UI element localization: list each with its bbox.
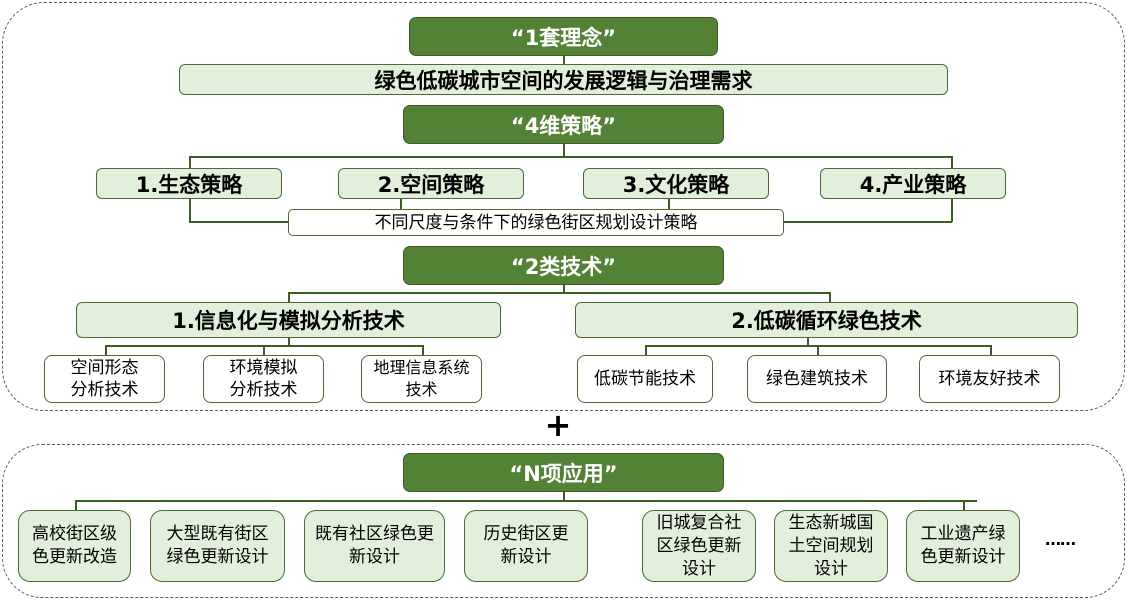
technology-item: 环境友好技术	[919, 355, 1060, 403]
technology-item: 低碳节能技术	[577, 355, 713, 403]
connector	[263, 345, 265, 355]
item-line: 环境友好技术	[938, 369, 1041, 389]
applications-ellipsis: ……	[1030, 530, 1090, 556]
technology-header: “2类技术”	[403, 246, 724, 285]
connector	[75, 500, 77, 510]
item-line: 低碳节能技术	[594, 369, 696, 389]
strategy-item-label: 1.生态策略	[135, 172, 243, 197]
technology-item: 地理信息系统 技术	[361, 355, 482, 403]
connector	[422, 345, 424, 355]
concept-header-label: “1套理念”	[510, 25, 617, 50]
connector	[288, 338, 290, 346]
connector	[645, 345, 647, 355]
technology-category-info: 1.信息化与模拟分析技术	[76, 302, 501, 338]
application-item: 历史街区更 新设计	[464, 510, 588, 582]
application-item: 高校街区级 色更新改造	[18, 510, 131, 582]
connector	[563, 492, 565, 500]
item-line: 地理信息系统	[373, 358, 470, 377]
item-line: 色更新改造	[32, 547, 117, 567]
plus-symbol: +	[543, 409, 573, 441]
strategy-header-label: “4维策略”	[510, 113, 617, 138]
item-line: 新设计	[349, 547, 400, 567]
connector	[400, 199, 402, 209]
connector	[400, 500, 977, 502]
connector	[817, 345, 819, 355]
connector	[951, 156, 953, 169]
strategy-item-industry: 4.产业策略	[820, 168, 1006, 199]
connector	[189, 156, 191, 169]
connector	[668, 199, 670, 209]
concept-header: “1套理念”	[409, 17, 718, 56]
concept-subtitle: 绿色低碳城市空间的发展逻辑与治理需求	[374, 68, 753, 93]
item-line: 设计	[814, 558, 848, 579]
connector	[990, 345, 992, 355]
connector	[75, 500, 400, 502]
technology-header-label: “2类技术”	[510, 254, 617, 279]
connector	[288, 292, 290, 302]
strategy-item-label: 2.空间策略	[377, 172, 485, 197]
item-line: 环境模拟	[229, 358, 298, 378]
application-item: 大型既有街区 绿色更新设计	[150, 510, 285, 582]
item-line: 土空间规划	[788, 535, 874, 556]
connector	[951, 199, 953, 222]
strategy-item-label: 3.文化策略	[622, 172, 730, 197]
item-line: 大型既有街区	[166, 524, 269, 544]
strategy-summary: 不同尺度与条件下的绿色街区规划设计策略	[374, 212, 698, 233]
connector	[563, 144, 565, 156]
application-item: 工业遗产绿 色更新设计	[906, 510, 1020, 582]
strategy-header: “4维策略”	[403, 105, 724, 144]
application-item: 既有社区绿色更 新设计	[304, 510, 445, 582]
upper-group-frame	[2, 2, 1125, 411]
item-line: 设计	[682, 558, 716, 579]
item-line: 新设计	[500, 547, 552, 567]
technology-category-label: 2.低碳循环绿色技术	[731, 309, 922, 333]
connector	[189, 156, 951, 158]
strategy-item-culture: 3.文化策略	[583, 168, 769, 199]
technology-category-lowcarbon: 2.低碳循环绿色技术	[575, 302, 1078, 338]
technology-item: 绿色建筑技术	[747, 355, 887, 403]
item-line: 历史街区更	[483, 524, 569, 544]
connector	[963, 500, 965, 510]
item-line: 分析技术	[229, 380, 298, 400]
technology-category-label: 1.信息化与模拟分析技术	[172, 309, 405, 333]
item-line: 旧城复合社	[656, 512, 742, 533]
connector	[563, 285, 565, 293]
application-item: 生态新城国 土空间规划 设计	[774, 510, 888, 582]
strategy-summary-box: 不同尺度与条件下的绿色街区规划设计策略	[288, 209, 784, 236]
item-line: 既有社区绿色更	[315, 524, 434, 544]
application-item: 旧城复合社 区绿色更新 设计	[642, 510, 756, 582]
strategy-item-space: 2.空间策略	[338, 168, 524, 199]
applications-header: “N项应用”	[403, 453, 724, 492]
connector	[807, 338, 809, 346]
plus-label: +	[544, 406, 572, 444]
item-line: 工业遗产绿	[920, 524, 1006, 544]
technology-item: 环境模拟 分析技术	[203, 355, 324, 403]
ellipsis-label: ……	[1045, 530, 1076, 549]
lower-group-frame	[2, 444, 1125, 598]
item-line: 分析技术	[70, 380, 139, 400]
concept-subtitle-box: 绿色低碳城市空间的发展逻辑与治理需求	[179, 64, 948, 95]
connector	[288, 292, 829, 294]
technology-item: 空间形态 分析技术	[44, 355, 165, 403]
item-line: 绿色建筑技术	[766, 369, 868, 389]
item-line: 色更新设计	[920, 547, 1006, 567]
item-line: 空间形态	[70, 358, 139, 378]
item-line: 生态新城国	[788, 512, 874, 533]
connector	[105, 345, 107, 355]
connector	[189, 199, 191, 222]
item-line: 绿色更新设计	[166, 547, 269, 567]
item-line: 区绿色更新	[656, 535, 742, 556]
connector	[829, 292, 831, 302]
connector	[783, 221, 952, 223]
strategy-item-ecology: 1.生态策略	[96, 168, 282, 199]
connector	[189, 221, 289, 223]
applications-header-label: “N项应用”	[509, 461, 618, 486]
connector	[563, 55, 565, 65]
item-line: 高校街区级	[32, 524, 117, 544]
item-line: 技术	[405, 380, 438, 399]
strategy-item-label: 4.产业策略	[859, 172, 967, 197]
